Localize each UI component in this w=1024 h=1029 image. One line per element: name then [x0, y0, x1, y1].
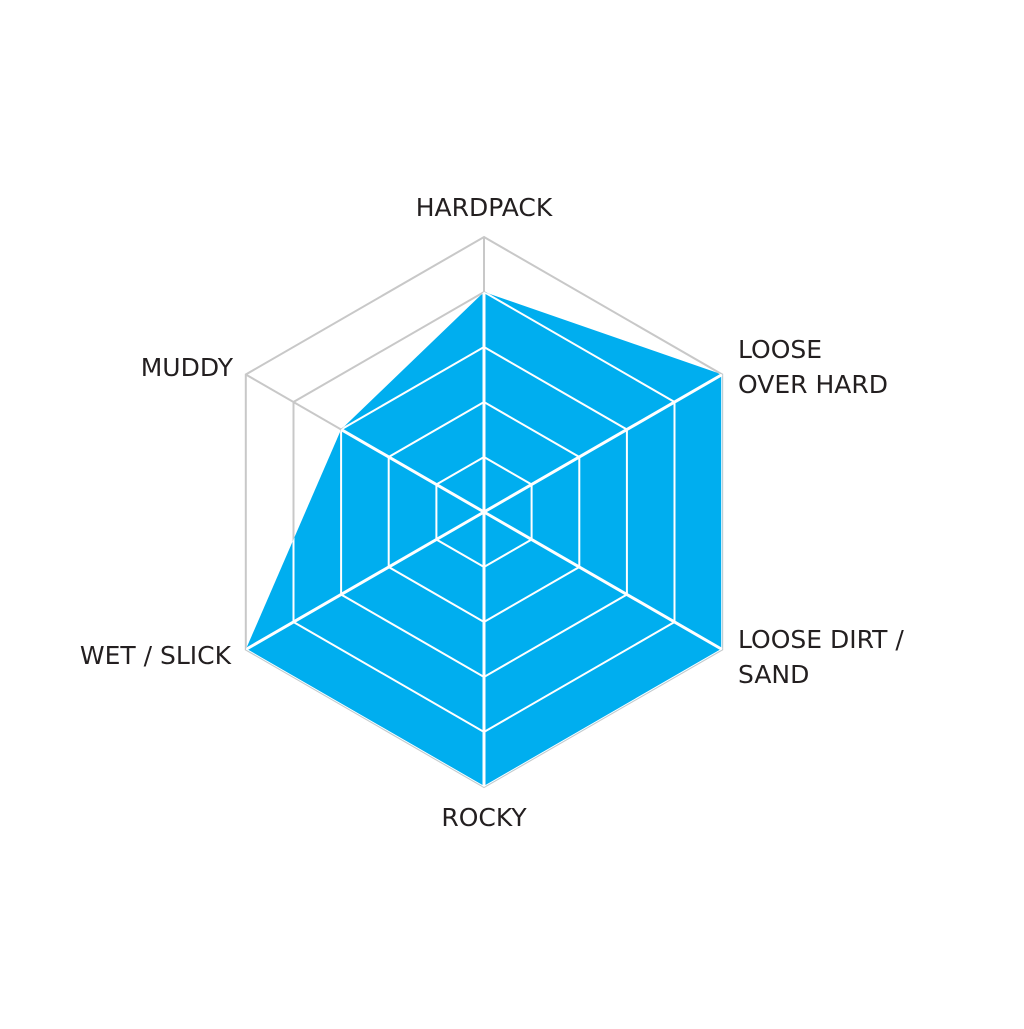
axis-label-1-line-1: OVER HARD	[738, 370, 888, 399]
axis-label-4-line-0: WET / SLICK	[80, 641, 232, 670]
grid-spoke-inner-4	[245, 510, 485, 651]
axis-label-0: HARDPACK	[416, 193, 553, 222]
axis-label-3-line-0: ROCKY	[441, 803, 527, 832]
axis-label-1: LOOSE OVER HARD	[738, 335, 888, 399]
axis-label-0-line-0: HARDPACK	[416, 193, 553, 222]
axis-label-3: ROCKY	[441, 803, 527, 832]
axis-label-1-line-0: LOOSE	[738, 335, 822, 364]
grid-spoke-inner-1	[483, 373, 723, 514]
axis-label-2: LOOSE DIRT / SAND	[738, 625, 904, 689]
axis-label-5-line-0: MUDDY	[141, 353, 234, 382]
axis-label-4: WET / SLICK	[80, 641, 232, 670]
axis-label-2-line-0: LOOSE DIRT /	[738, 625, 904, 654]
grid-spoke-inner-2	[483, 510, 723, 651]
axis-label-2-line-1: SAND	[738, 660, 809, 689]
axis-label-5: MUDDY	[141, 353, 234, 382]
